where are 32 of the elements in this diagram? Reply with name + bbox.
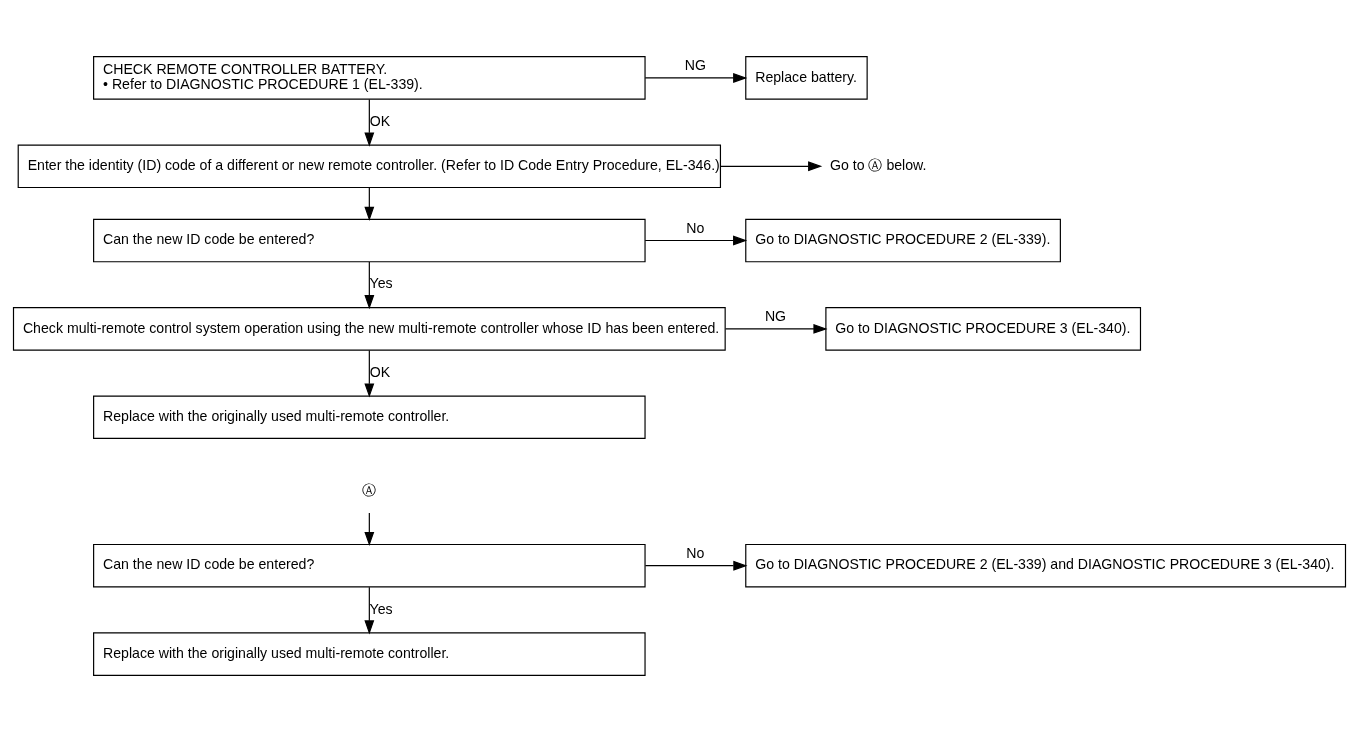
node-box: CHECK REMOTE CONTROLLER BATTERY. • Refer to DIAGNOSTIC PROCEDURE 1 (EL-339). bbox=[93, 55, 646, 100]
arrow bbox=[364, 586, 375, 634]
arrow bbox=[364, 512, 375, 546]
node-text: Go to Ⓐ below. bbox=[830, 156, 927, 173]
arrow bbox=[364, 261, 375, 309]
node-box: Replace with the originally used multi-remote controller. bbox=[93, 631, 646, 676]
edge-label: No bbox=[686, 544, 705, 561]
arrow bbox=[364, 98, 375, 147]
node-box: Can the new ID code be entered? bbox=[93, 543, 646, 587]
node-box: Enter the identity (ID) code of a different or new remote controller. (Refer to ID Code Entry Procedure, EL-346.) bbox=[17, 144, 722, 188]
node-box: Check multi-remote control system operation using the new multi-remote controller whose ID has been entered. bbox=[12, 306, 726, 351]
node-box: Go to DIAGNOSTIC PROCEDURE 3 (EL-340). bbox=[825, 306, 1142, 351]
edge-label: No bbox=[686, 219, 705, 236]
edge-label: NG bbox=[764, 307, 787, 324]
node-box: Go to DIAGNOSTIC PROCEDURE 2 (EL-339). bbox=[745, 218, 1061, 262]
node-box: Replace with the originally used multi-remote controller. bbox=[93, 394, 646, 439]
edge-label: OK bbox=[369, 363, 391, 380]
node-text: Ⓐ bbox=[362, 481, 377, 498]
edge-label: Yes bbox=[369, 600, 393, 617]
node-box: Can the new ID code be entered? bbox=[93, 218, 646, 262]
arrow bbox=[724, 323, 828, 334]
arrow bbox=[364, 186, 375, 221]
edge-label: Yes bbox=[369, 274, 393, 291]
arrow bbox=[644, 560, 748, 571]
edge-label: NG bbox=[684, 56, 706, 73]
node-box: Go to DIAGNOSTIC PROCEDURE 2 (EL-339) and DIAGNOSTIC PROCEDURE 3 (EL-340). bbox=[745, 543, 1347, 587]
arrow bbox=[644, 72, 748, 83]
edge-label: OK bbox=[369, 112, 391, 129]
arrow bbox=[364, 349, 375, 398]
arrow bbox=[644, 235, 748, 245]
node-box: Replace battery. bbox=[745, 55, 868, 100]
arrow bbox=[720, 160, 823, 171]
